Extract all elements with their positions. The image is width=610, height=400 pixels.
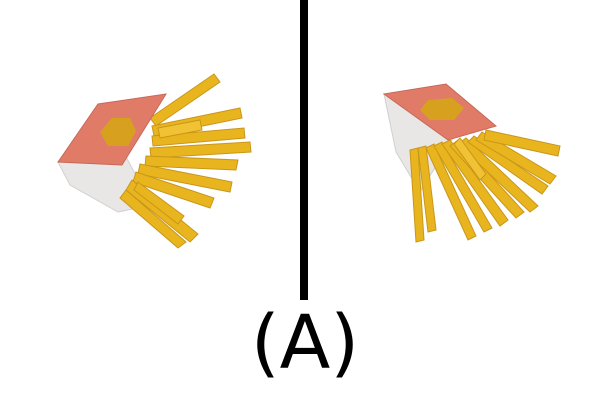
fries-box-right-view: [310, 0, 610, 300]
french-fries-icon: [382, 83, 561, 243]
divider-line: [300, 0, 308, 300]
french-fries-icon: [57, 73, 252, 249]
fries-box-left-view: [0, 0, 300, 300]
figure-caption: (A): [250, 300, 360, 386]
